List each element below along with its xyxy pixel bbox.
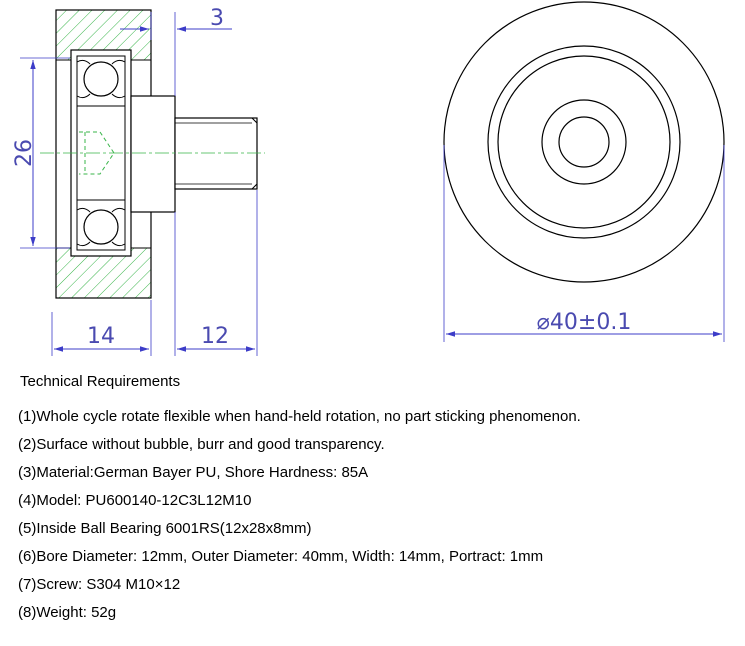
dim-top-label: 3 [210,6,224,31]
requirement-item: (7)Screw: S304 M10×12 [18,576,181,593]
requirement-item: (5)Inside Ball Bearing 6001RS(12x28x8mm) [18,520,312,537]
bearing-outer-circle [487,45,681,239]
technical-requirements: Technical Requirements (1)Whole cycle ro… [18,373,738,627]
dim-diameter-label: ⌀40±0.1 [537,310,632,335]
bearing-ball-top [83,61,119,97]
front-view: ⌀40±0.1 [443,1,725,342]
requirements-title: Technical Requirements [20,373,181,390]
dim-height-label: 26 [12,139,37,167]
wheel-outer-circle [443,1,725,283]
ball-seal-bottom [76,207,126,247]
requirement-item: (1)Whole cycle rotate flexible when hand… [18,408,581,425]
bearing-inner-circle [497,55,671,229]
requirement-item: (3)Material:German Bayer PU, Shore Hardn… [18,464,369,481]
requirement-item: (4)Model: PU600140-12C3L12M10 [18,492,252,509]
hidden-socket [79,131,115,175]
dim-screw-label: 12 [201,324,229,349]
requirement-item: (6)Bore Diameter: 12mm, Outer Diameter: … [18,548,544,565]
technical-drawing: 26 3 14 12 ⌀40±0.1 [12,1,725,356]
hub-circle [541,99,627,185]
screw-shaft [174,117,258,190]
side-view: 26 3 14 12 [12,6,265,356]
bore-circle [558,116,610,168]
ball-seal-top [76,59,126,99]
requirement-item: (8)Weight: 52g [18,604,117,621]
requirement-item: (2)Surface without bubble, burr and good… [18,436,385,453]
bearing-ball-bottom [83,209,119,245]
dim-tyre-width-label: 14 [87,324,115,349]
hub-shoulder [130,95,176,213]
